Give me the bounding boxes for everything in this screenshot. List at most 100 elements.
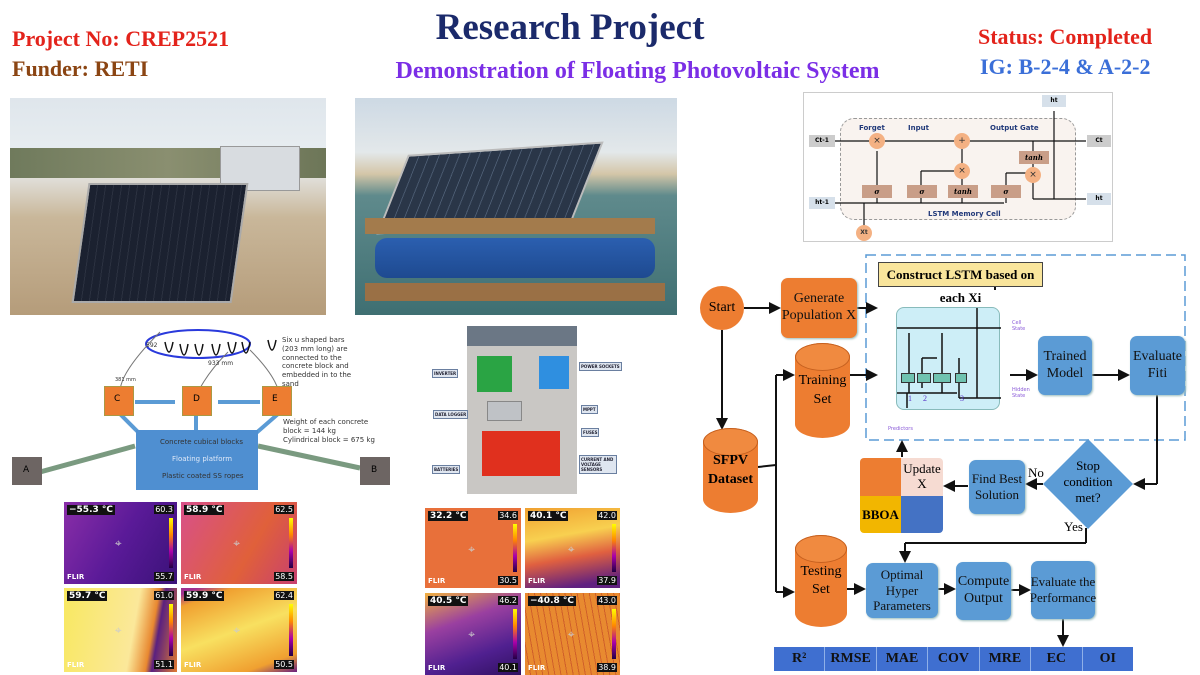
training-set-label: Training Set <box>798 373 847 407</box>
add-icon: + <box>954 133 970 149</box>
project-status: Status: Completed <box>978 24 1153 49</box>
training-set-node: Training Set <box>795 343 850 438</box>
thermal-min: 58.5 <box>274 572 294 581</box>
start-label: Start <box>708 300 736 315</box>
metric-r2: R² <box>774 647 826 671</box>
input-multiply-icon: × <box>954 163 970 179</box>
cabinet-label-mppt: MPPT <box>581 405 598 414</box>
yes-label: Yes <box>1064 519 1083 534</box>
thermal-temp: 32.2 °C <box>428 511 469 521</box>
h-t-node: ht <box>1087 193 1111 205</box>
block-a-label: A <box>23 465 30 475</box>
compute-output-label: Compute Output <box>957 574 1010 606</box>
metric-mae: MAE <box>877 647 929 671</box>
output-tanh-gate: tanh <box>1019 151 1049 164</box>
generate-population-node: Generate Population X <box>781 278 857 338</box>
trained-model-label: Trained Model <box>1043 348 1087 381</box>
trained-model-node: Trained Model <box>1038 336 1092 395</box>
cabinet-label-inverter: INVERTER <box>432 369 459 378</box>
lstm-input-label: Input <box>908 124 929 132</box>
metric-mre: MRE <box>980 647 1032 671</box>
lstm-output-gate-label: Output Gate <box>990 124 1039 132</box>
thermal-max: 42.0 <box>597 511 617 520</box>
metric-ec: EC <box>1031 647 1083 671</box>
page-subtitle: Demonstration of Floating Photovoltaic S… <box>395 58 880 84</box>
bboa-grid: Update X BBOA <box>860 458 943 533</box>
control-cabinet-photo <box>467 326 577 494</box>
stop-condition-label: Stop condition met? <box>1063 458 1113 505</box>
cylinder-weight-note: Cylindrical block = 675 kg <box>283 436 375 444</box>
h-top-node: ht <box>1042 95 1066 107</box>
compute-output-node: Compute Output <box>956 562 1011 620</box>
thermal-max: 46.2 <box>498 596 518 605</box>
output-multiply-icon: × <box>1025 167 1041 183</box>
flir-logo: FLIR <box>67 661 85 669</box>
testing-set-node: Testing Set <box>795 535 847 627</box>
evaluate-fit-label: Evaluate Fiti <box>1133 348 1182 381</box>
ropes-label: Plastic coated SS ropes <box>162 472 244 480</box>
weight-note: Weight of each concrete block = 144 kg <box>283 418 369 435</box>
cabinet-label-sensors: CURRENT AND VOLTAGE SENSORS <box>579 455 617 474</box>
evaluate-performance-label: Evaluate the Performance <box>1029 574 1097 605</box>
metrics-bar: R² RMSE MAE COV MRE EC OI <box>774 647 1133 671</box>
thermal-max: 60.3 <box>154 505 174 514</box>
thermal-temp: −55.3 °C <box>67 505 115 515</box>
input-tanh-gate: tanh <box>948 185 978 198</box>
flir-logo: FLIR <box>428 664 446 672</box>
thermal-min: 50.5 <box>274 660 294 669</box>
x-t-node: Xt <box>856 225 872 241</box>
predictors-label: Predictors <box>888 426 913 432</box>
flir-logo: FLIR <box>184 661 202 669</box>
stop-condition-diamond <box>1043 439 1133 529</box>
ground-pv-photo <box>10 98 326 315</box>
funder: Funder: RETI <box>12 56 149 81</box>
testing-set-label: Testing Set <box>800 563 842 597</box>
generate-population-label: Generate Population X <box>781 291 857 323</box>
project-number: Project No: CREP2521 <box>12 26 230 51</box>
forget-sigma-gate: σ <box>862 185 892 198</box>
dim-592: 592 <box>146 342 158 349</box>
block-b-label: B <box>371 465 378 475</box>
hidden-state-label: Hidden State <box>1012 387 1030 399</box>
find-best-solution-label: Find Best Solution <box>971 471 1023 502</box>
input-sigma-gate: σ <box>907 185 937 198</box>
thermal-min: 55.7 <box>154 572 174 581</box>
thermal-min: 38.9 <box>597 663 617 672</box>
flir-logo: FLIR <box>67 573 85 581</box>
dim-933: 933 mm <box>208 360 234 367</box>
u-bars-note: Six u shaped bars (203 mm long) are conn… <box>282 336 352 388</box>
start-node: Start <box>700 286 744 330</box>
evaluate-fit-node: Evaluate Fiti <box>1130 336 1185 395</box>
floating-pv-photo <box>355 98 677 315</box>
forget-multiply-icon: × <box>869 133 885 149</box>
ig-codes: IG: B-2-4 & A-2-2 <box>980 54 1151 79</box>
mooring-diagram: C D E A B Concrete cubical blocks Floati… <box>0 322 420 490</box>
cabinet-label-batteries: BATTERIES <box>432 465 461 474</box>
thermal-max: 34.6 <box>498 511 518 520</box>
cell-state-label: Cell State <box>1012 320 1026 332</box>
no-label: No <box>1028 465 1044 480</box>
update-x-label: Update X <box>901 458 943 496</box>
metric-rmse: RMSE <box>825 647 877 671</box>
thermal-temp: 40.5 °C <box>428 596 469 606</box>
thermal-temp: 59.9 °C <box>184 591 225 601</box>
page-title: Research Project <box>435 7 705 48</box>
thermal-min: 51.1 <box>154 660 174 669</box>
block-c-label: C <box>114 394 121 404</box>
c-prev-node: Ct-1 <box>809 135 835 147</box>
sfpv-dataset-node: SFPV Dataset <box>703 428 758 513</box>
floating-platform-label: Floating platform <box>172 455 233 463</box>
thermal-min: 30.5 <box>498 576 518 585</box>
cabinet-label-fuses: FUSES <box>581 428 600 437</box>
thermal-temp: −40.8 °C <box>528 596 576 606</box>
block-e-label: E <box>272 394 278 404</box>
lstm-cell-diagram: Forget Input Output Gate LSTM Memory Cel… <box>803 92 1113 242</box>
block-d-label: D <box>193 394 200 404</box>
flir-logo: FLIR <box>184 573 202 581</box>
